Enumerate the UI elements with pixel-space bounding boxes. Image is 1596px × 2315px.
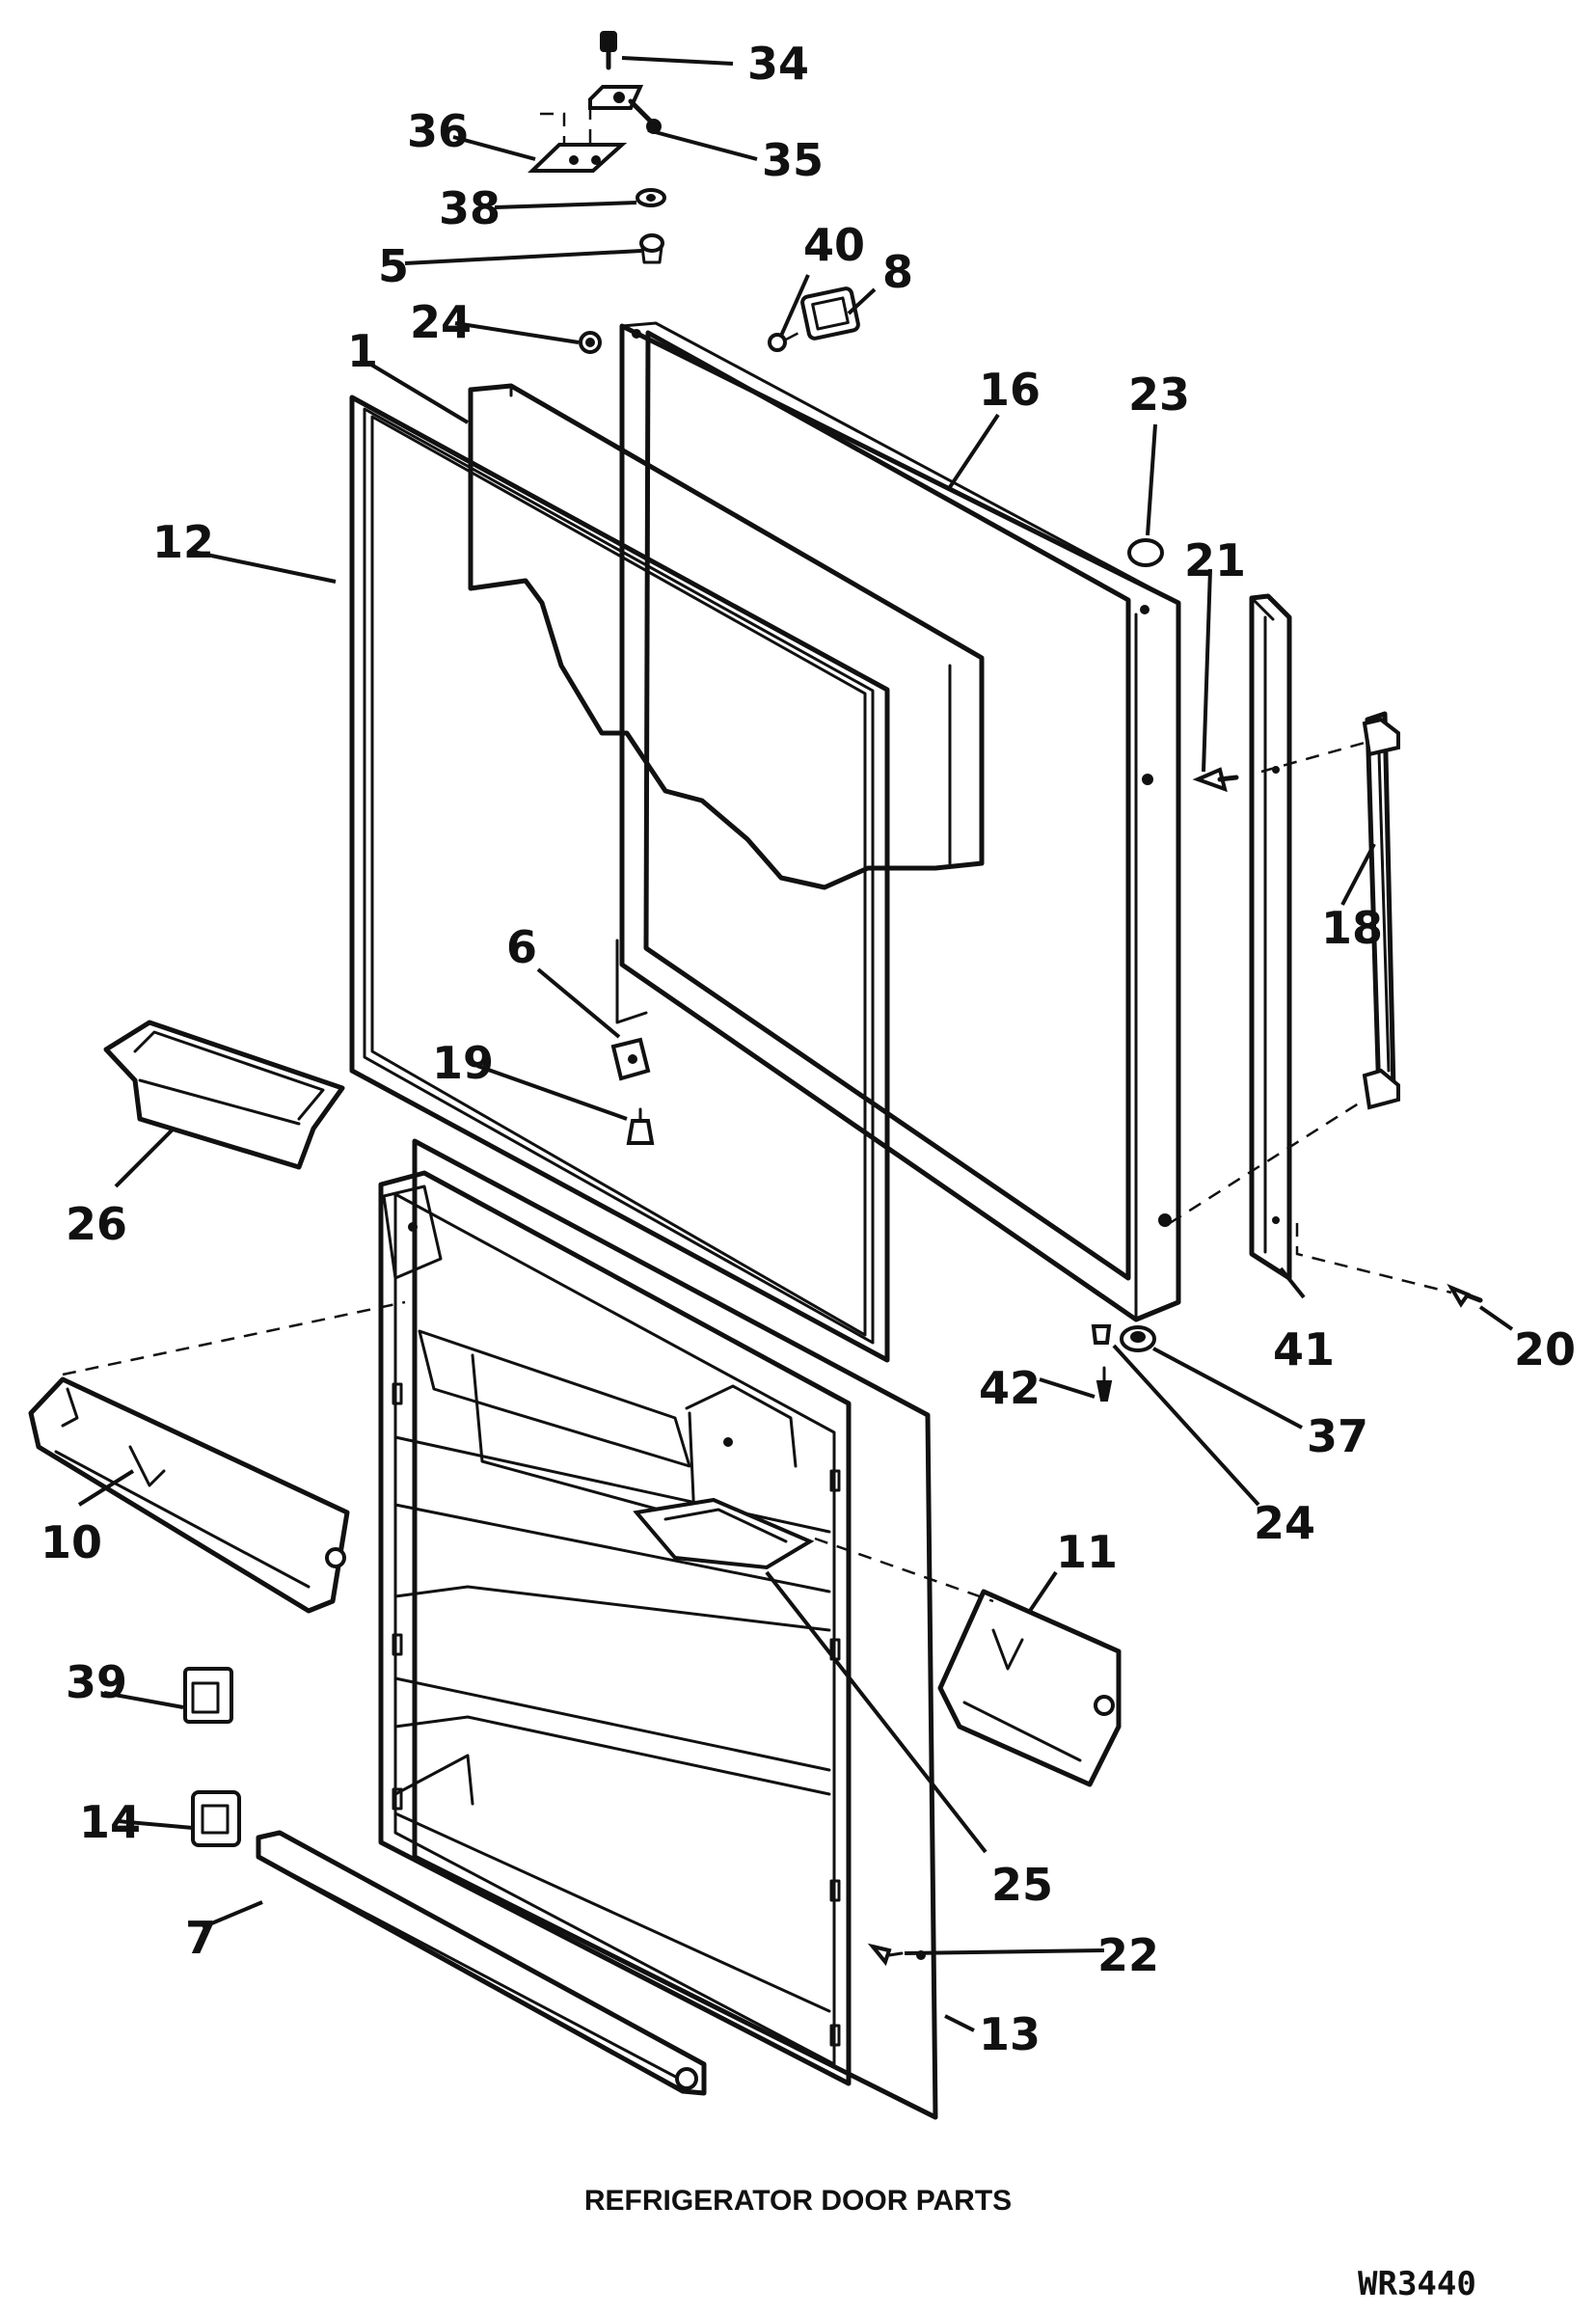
gasket-part [349, 395, 890, 1363]
plug-button-part [1127, 538, 1164, 567]
plug-bottom-part [1091, 1324, 1112, 1345]
callout-18: 18 [1321, 902, 1383, 954]
bumper-part [1120, 1325, 1156, 1352]
plug-part [579, 331, 602, 354]
callout-23: 23 [1128, 368, 1190, 421]
screw-22-part [867, 1943, 904, 1967]
foam-insulation-part [468, 383, 985, 1024]
hinge-part [588, 85, 662, 134]
door-rail-part [256, 1830, 707, 2096]
callout-1: 1 [347, 325, 378, 377]
bottle-shelf-right-part [937, 1589, 1122, 1787]
callout-24-top: 24 [410, 296, 472, 348]
callout-42: 42 [979, 1362, 1041, 1414]
door-bin-part [633, 1497, 815, 1570]
hinge-shim-part [527, 106, 628, 173]
door-stop-part [768, 286, 860, 352]
callout-36: 36 [407, 105, 469, 157]
callout-7: 7 [185, 1912, 216, 1964]
bushing-part [639, 233, 664, 264]
callout-41: 41 [1273, 1323, 1335, 1375]
callout-8: 8 [882, 246, 913, 298]
callout-11: 11 [1056, 1526, 1118, 1578]
callout-6: 6 [506, 921, 537, 973]
drawing-code: WR3440 [1358, 2265, 1476, 2303]
callout-13: 13 [979, 2008, 1041, 2060]
callout-numbers: 34 36 35 38 5 40 8 24 1 16 23 12 21 18 6… [41, 38, 1576, 2060]
callout-39: 39 [66, 1656, 127, 1708]
screw-42-part [1096, 1366, 1113, 1402]
callout-14: 14 [79, 1796, 141, 1848]
cap-39-part [183, 1667, 233, 1724]
handle-part [1362, 711, 1400, 1110]
callout-22: 22 [1097, 1929, 1159, 1981]
callout-40: 40 [803, 219, 865, 271]
hinge-screw-part [600, 31, 617, 70]
outer-door-part [619, 321, 1181, 1322]
handle-trim-part [1249, 593, 1292, 1281]
screw-20-part [1447, 1283, 1483, 1308]
callout-12: 12 [152, 516, 214, 568]
cap-14-part [191, 1790, 241, 1847]
leader-lines [77, 56, 1514, 2032]
screw-21-part [1192, 767, 1239, 793]
callout-35: 35 [762, 134, 824, 186]
dairy-shelf-part [103, 1020, 345, 1170]
callout-20: 20 [1514, 1323, 1576, 1375]
callout-19: 19 [432, 1037, 494, 1089]
callout-38: 38 [439, 182, 500, 234]
callout-24-bottom: 24 [1254, 1497, 1315, 1549]
screw-19-part [626, 1107, 655, 1145]
callout-26: 26 [66, 1198, 127, 1250]
washer-part [636, 188, 666, 207]
diagram-title: REFRIGERATOR DOOR PARTS [583, 2185, 1013, 2217]
callout-5: 5 [378, 240, 409, 292]
callout-25: 25 [991, 1859, 1053, 1911]
callout-34: 34 [747, 38, 809, 90]
callout-10: 10 [41, 1516, 102, 1568]
callout-37: 37 [1307, 1410, 1368, 1462]
callout-21: 21 [1184, 534, 1246, 586]
bracket-part [610, 1037, 651, 1081]
callout-16: 16 [979, 364, 1041, 416]
door-liner-part [378, 1138, 938, 2120]
bottle-shelf-left-part [28, 1376, 350, 1614]
